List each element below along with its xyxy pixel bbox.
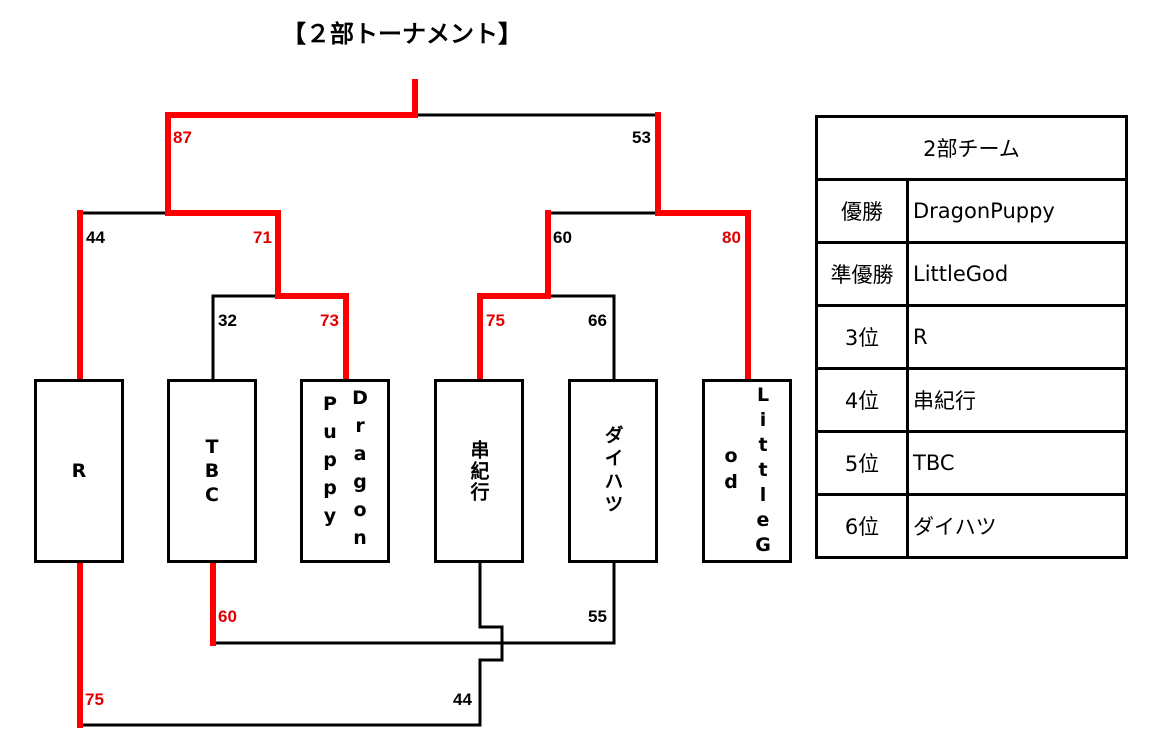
score: 60 [218, 607, 237, 626]
score: 44 [453, 690, 472, 709]
team-name: Puppy [319, 393, 341, 533]
score: 75 [486, 311, 505, 330]
team-name: Dragon [349, 387, 371, 555]
black-lines [78, 113, 660, 727]
rank: 3位 [815, 304, 909, 370]
red-lines [77, 79, 751, 728]
team-name: C [205, 484, 219, 506]
results-header: 2部チーム [815, 115, 1128, 181]
score: 75 [85, 690, 104, 709]
team-box-littlegod: od LittleG [702, 379, 792, 563]
team: R [906, 304, 1128, 370]
team-box-r: R [34, 379, 124, 563]
score: 71 [253, 228, 272, 247]
score: 66 [588, 311, 607, 330]
page-title: 【２部トーナメント】 [282, 20, 522, 48]
table-row: 4位串紀行 [815, 367, 1128, 433]
team-box-daihatsu: ダイハツ [568, 379, 658, 563]
team-box-dragonpuppy: Puppy Dragon [300, 379, 390, 563]
score: 44 [86, 228, 105, 247]
team-name: T [205, 436, 219, 458]
team-name: ダイハツ [601, 425, 624, 517]
score: 80 [722, 228, 741, 247]
team-name: LittleG [752, 383, 774, 559]
score: 32 [218, 311, 237, 330]
rank: 優勝 [815, 178, 909, 244]
score: 55 [588, 607, 607, 626]
score: 87 [173, 128, 192, 147]
team-name: 串紀行 [467, 439, 490, 503]
rank: 5位 [815, 430, 909, 496]
team-name: B [204, 460, 220, 482]
score: 73 [320, 311, 339, 330]
rank: 4位 [815, 367, 909, 433]
table-row: 6位ダイハツ [815, 493, 1128, 559]
rank: 準優勝 [815, 241, 909, 307]
team: LittleGod [906, 241, 1128, 307]
rank: 6位 [815, 493, 909, 559]
team: TBC [906, 430, 1128, 496]
team: DragonPuppy [906, 178, 1128, 244]
score: 60 [553, 228, 572, 247]
team: ダイハツ [906, 493, 1128, 559]
score: 53 [632, 128, 651, 147]
team: 串紀行 [906, 367, 1128, 433]
team-name: R [71, 460, 87, 482]
team-name: od [720, 445, 742, 497]
team-box-kushikiko: 串紀行 [434, 379, 524, 563]
